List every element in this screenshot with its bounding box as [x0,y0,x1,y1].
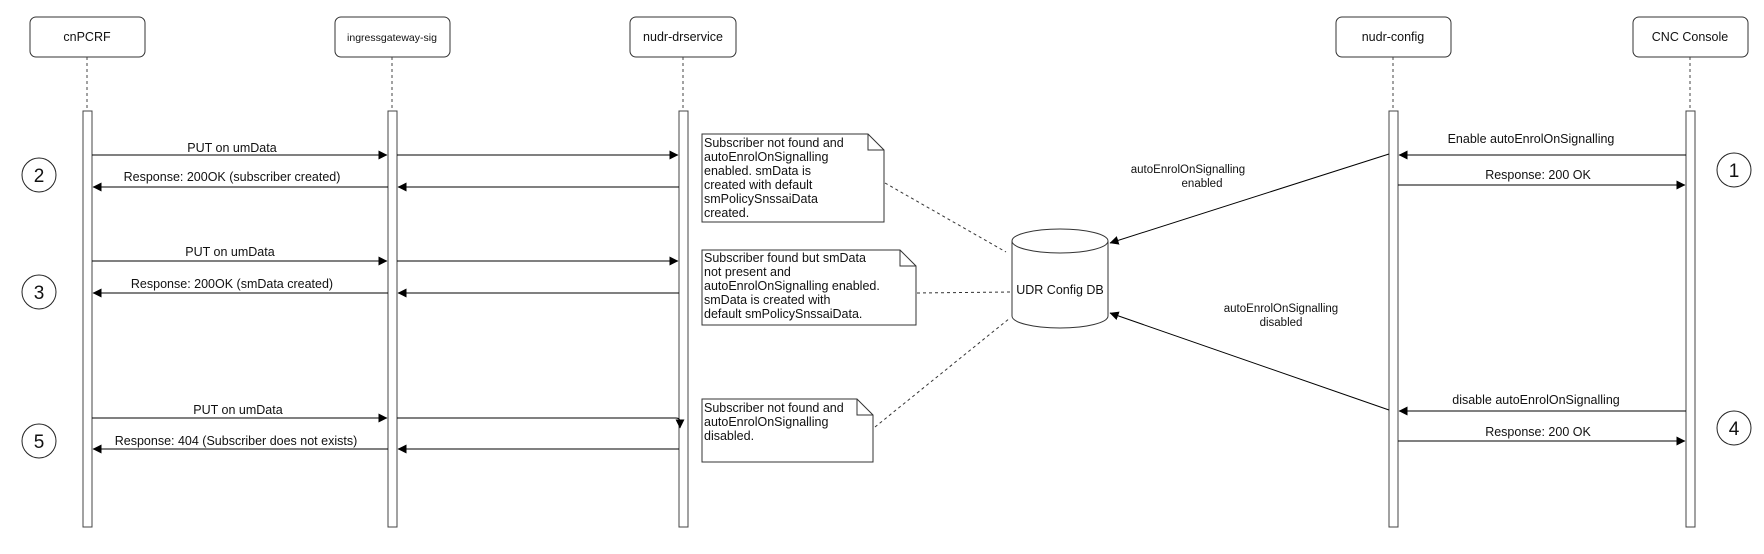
note-3: Subscriber not found and autoEnrolOnSign… [701,398,874,463]
note-line: Subscriber not found and [704,401,844,415]
note-line: enabled. smData is [704,164,811,178]
step-number: 4 [1729,419,1740,440]
participant-nudr-drservice: nudr-drservice [629,16,737,58]
step-number: 1 [1729,161,1740,182]
db-label: UDR Config DB [1016,283,1104,297]
activation-bar [387,110,398,528]
flow-2-arrows [92,150,679,192]
step-number: 5 [34,432,45,453]
step-2: 2 [21,157,57,193]
activation-bars [82,110,1696,528]
note-line: created. [704,206,749,220]
participant-nudr-config: nudr-config [1335,16,1452,58]
participant-cnc-console: CNC Console [1632,16,1749,58]
message-arrow [397,417,685,429]
participant-ingressgateway: ingressgateway-sig [334,16,451,58]
note-line: autoEnrolOnSignalling [704,415,828,429]
note-line: autoEnrolOnSignalling [704,150,828,164]
note-line: smData is created with [704,293,830,307]
participant-label: nudr-drservice [643,30,723,44]
note-1: Subscriber not found and autoEnrolOnSign… [701,133,885,223]
edge-label: autoEnrolOnSignalling [1224,303,1338,315]
participant-label: CNC Console [1652,30,1728,44]
config-arrows [1398,150,1686,446]
note-line: smPolicySnssaiData [704,192,818,206]
note-line: Subscriber not found and [704,136,844,150]
note-line: autoEnrolOnSignalling enabled. [704,279,880,293]
note-2: Subscriber found but smData not present … [701,249,917,326]
activation-bar [1388,110,1399,528]
participant-label: ingressgateway-sig [347,32,437,44]
message-label: Enable autoEnrolOnSignalling [1448,132,1615,146]
step-3: 3 [21,274,57,310]
db-edges [1109,153,1390,411]
step-1: 1 [1716,152,1752,188]
message-label: disable autoEnrolOnSignalling [1452,393,1620,407]
step-4: 4 [1716,410,1752,446]
flow-3-arrows [92,256,679,298]
note-connectors [874,182,1011,428]
note-line: Subscriber found but smData [704,251,866,265]
activation-bar [1685,110,1696,528]
participant-cnpcrf: cnPCRF [29,16,146,58]
edge-label: disabled [1260,317,1303,329]
lifelines [86,57,1691,111]
message-label: Response: 200 OK [1485,425,1591,439]
message-label: Response: 200OK (subscriber created) [124,170,341,184]
message-label: PUT on umData [187,141,276,155]
message-label: PUT on umData [185,245,274,259]
message-label: Response: 200OK (smData created) [131,277,333,291]
message-label: PUT on umData [193,403,282,417]
note-line: disabled. [704,429,754,443]
db-edge-disabled [1109,311,1390,411]
udr-config-db: UDR Config DB [1011,228,1109,329]
step-number: 3 [34,283,45,304]
participant-label: nudr-config [1362,30,1425,44]
note-line: created with default [704,178,813,192]
step-5: 5 [21,423,57,459]
message-label: Response: 200 OK [1485,168,1591,182]
step-number: 2 [34,166,45,187]
note-line: not present and [704,265,791,279]
flow-5-arrows [92,413,685,454]
message-label: Response: 404 (Subscriber does not exist… [115,434,358,448]
edge-label: autoEnrolOnSignalling [1131,164,1245,176]
activation-bar [678,110,689,528]
edge-label: enabled [1182,178,1223,190]
note-line: default smPolicySnssaiData. [704,307,862,321]
db-edge-enabled [1109,153,1390,245]
activation-bar [82,110,93,528]
participant-label: cnPCRF [63,30,111,44]
